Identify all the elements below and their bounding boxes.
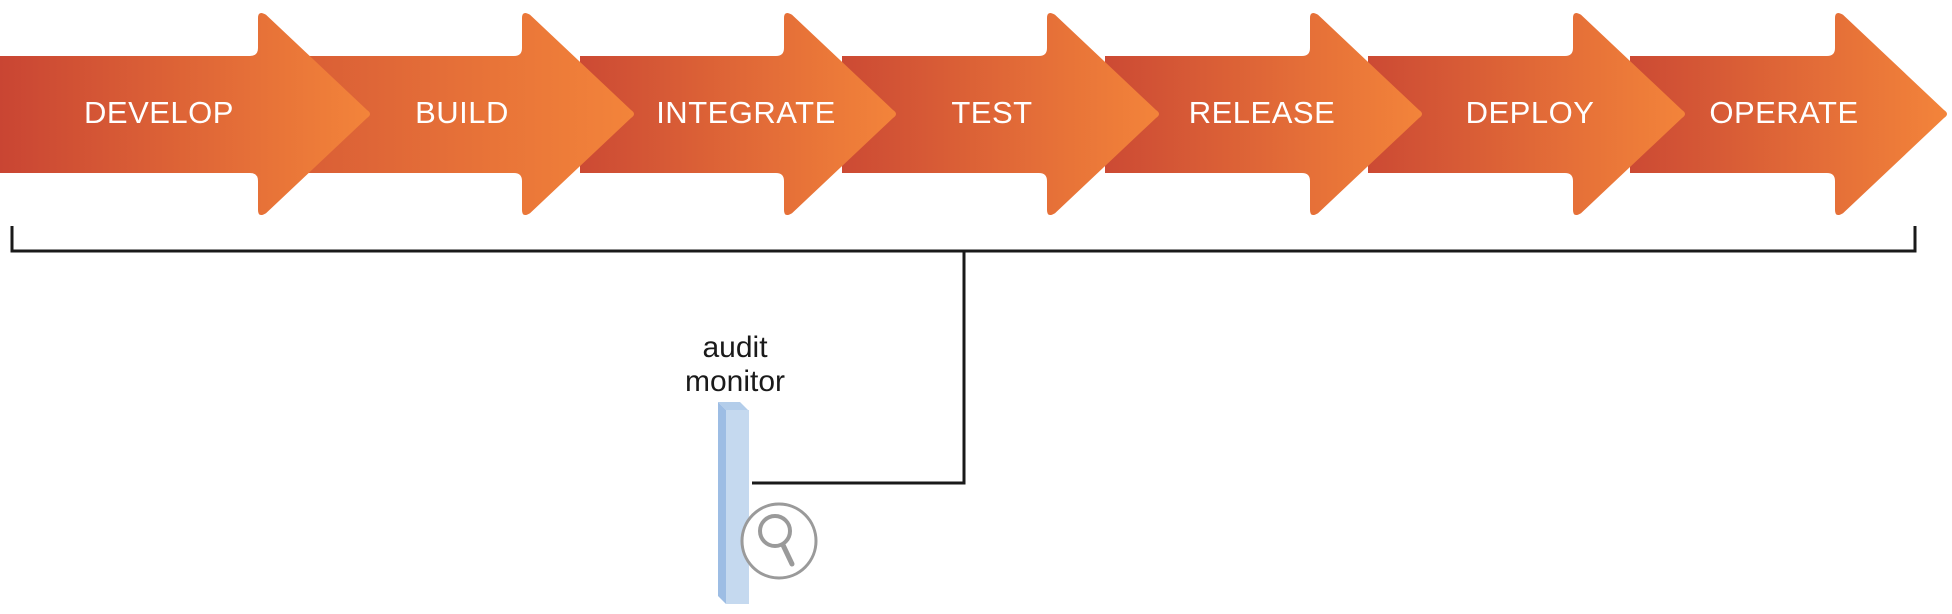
stage-label-release: RELEASE: [1189, 95, 1336, 130]
stage-label-operate: OPERATE: [1709, 95, 1858, 130]
audit-monitor-label-line1: audit: [702, 331, 768, 364]
stage-label-test: TEST: [951, 95, 1032, 130]
magnifier-icon: [740, 502, 818, 580]
pipeline-labels: DEVELOP BUILD INTEGRATE TEST RELEASE DEP…: [84, 95, 1858, 130]
pipeline-arrows: [0, 13, 1947, 215]
stage-arrow-integrate: [580, 13, 896, 215]
audit-monitor-label-line2: monitor: [685, 365, 785, 398]
stage-label-develop: DEVELOP: [84, 95, 234, 130]
audit-monitor-pillar: [718, 402, 749, 604]
monitor-connector-line: [752, 251, 966, 485]
stage-arrow-operate: [1630, 13, 1947, 215]
stage-arrow-deploy: [1368, 13, 1685, 215]
pipeline-bracket: [10, 226, 1917, 253]
stage-arrow-develop: [0, 13, 370, 215]
stage-label-deploy: DEPLOY: [1466, 95, 1595, 130]
stage-arrow-release: [1105, 13, 1422, 215]
stage-label-integrate: INTEGRATE: [656, 95, 836, 130]
stage-label-build: BUILD: [415, 95, 509, 130]
stage-arrow-test: [842, 13, 1159, 215]
